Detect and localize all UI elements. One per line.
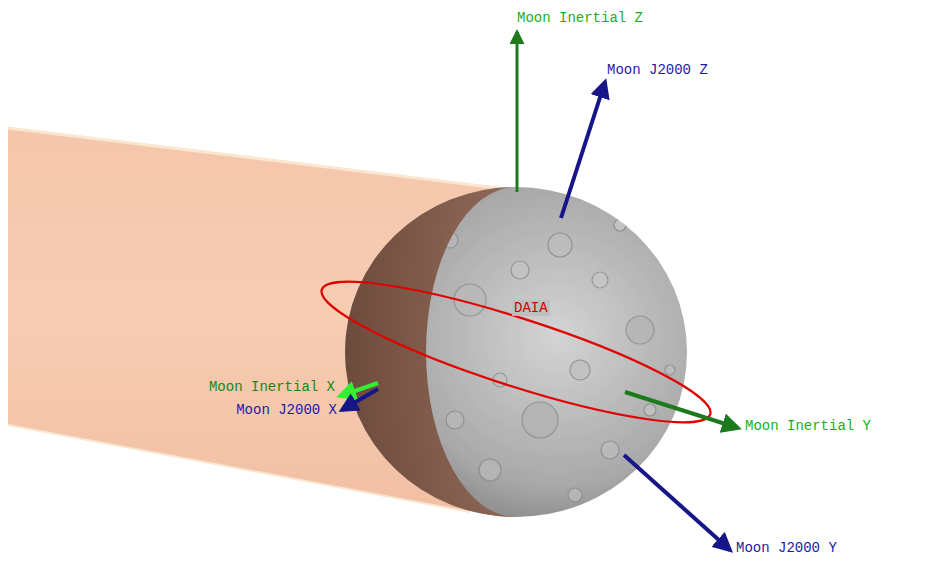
axis-label: Moon Inertial Y <box>745 418 871 434</box>
axis-label: Moon J2000 Y <box>736 540 837 556</box>
inertial-z-axis <box>516 32 519 192</box>
axis-label: Moon J2000 Z <box>607 62 708 78</box>
axis-label: Moon Inertial Z <box>517 10 643 26</box>
inertial-y-axis <box>625 392 738 428</box>
axis-label: Moon J2000 X <box>234 402 339 418</box>
axis-label: Moon Inertial X <box>207 379 337 395</box>
orbit-ellipse <box>311 257 720 446</box>
j2000-x-axis <box>342 389 378 410</box>
j2000-y-axis <box>624 455 730 550</box>
orbit-label: DAIA <box>512 300 550 316</box>
moon-night-side <box>345 187 516 517</box>
j2000-z-axis <box>561 82 605 218</box>
